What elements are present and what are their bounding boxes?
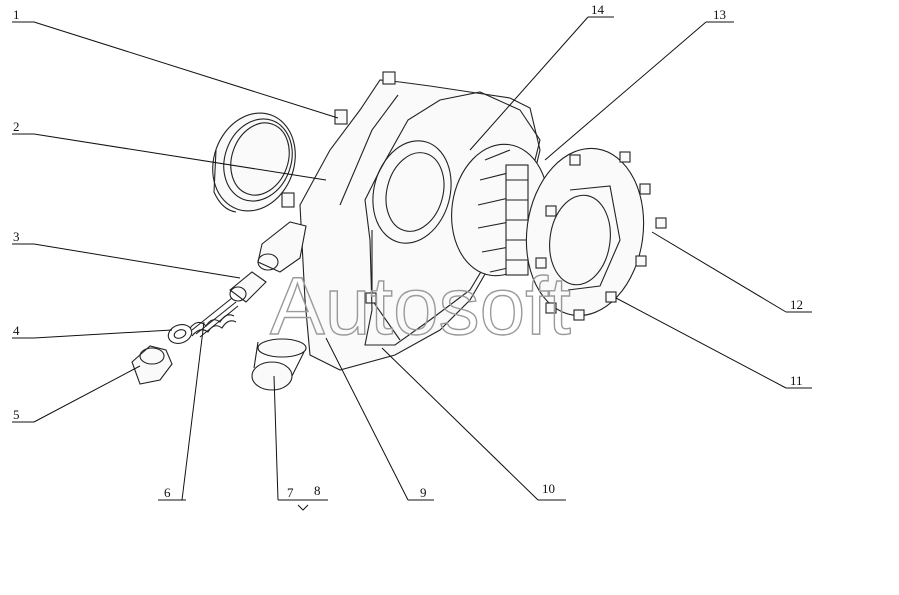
callout-labels: 1 2 3 4 5 6 7 8 9 10 11 12 13 14 bbox=[13, 2, 803, 500]
oil-filter-cap bbox=[251, 338, 307, 391]
callout-5: 5 bbox=[13, 407, 20, 422]
callout-1: 1 bbox=[13, 7, 20, 22]
oil-seal bbox=[212, 112, 296, 213]
callout-14: 14 bbox=[591, 2, 605, 17]
relief-valve-spring bbox=[189, 297, 239, 338]
washer bbox=[167, 324, 193, 344]
callout-13: 13 bbox=[713, 7, 726, 22]
callout-12: 12 bbox=[790, 297, 803, 312]
pump-cover bbox=[525, 147, 645, 317]
callout-10: 10 bbox=[542, 481, 555, 496]
watermark-text: Autosoft bbox=[270, 261, 571, 352]
callout-11: 11 bbox=[790, 373, 803, 388]
plug-bolt bbox=[131, 345, 173, 385]
callout-2: 2 bbox=[13, 119, 20, 134]
leader-lines bbox=[12, 16, 812, 511]
gasket bbox=[364, 91, 541, 346]
callout-9: 9 bbox=[420, 485, 427, 500]
callout-4: 4 bbox=[13, 323, 20, 338]
callout-3: 3 bbox=[13, 229, 20, 244]
relief-valve-piston bbox=[229, 271, 267, 303]
cover-bolts bbox=[535, 151, 667, 321]
callout-6: 6 bbox=[164, 485, 171, 500]
callout-8: 8 bbox=[314, 483, 321, 498]
callout-7: 7 bbox=[287, 485, 294, 500]
